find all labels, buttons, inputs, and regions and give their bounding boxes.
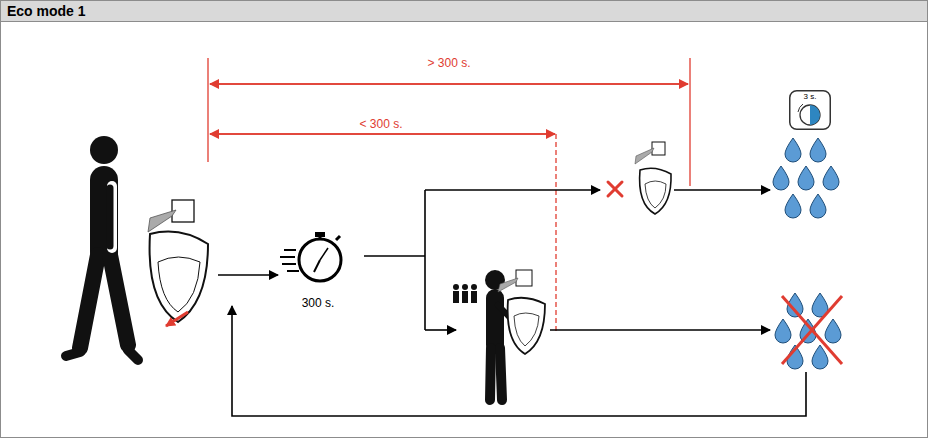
timer-node: 3 s. bbox=[789, 90, 831, 130]
flow-arrow bbox=[425, 329, 456, 331]
dimension-tick bbox=[689, 58, 690, 186]
no-user-cross bbox=[608, 182, 622, 196]
small-urinal bbox=[635, 142, 671, 214]
dimension-label: > 300 s. bbox=[427, 56, 470, 70]
flow-arrow bbox=[218, 274, 278, 276]
flow-arrows bbox=[218, 190, 806, 416]
flow-line bbox=[424, 190, 426, 330]
flow-line bbox=[364, 255, 425, 257]
dimension-line bbox=[210, 83, 688, 84]
water-drops bbox=[773, 138, 839, 218]
title-band bbox=[1, 1, 928, 22]
leave-arrow bbox=[166, 312, 188, 326]
dimension-line bbox=[210, 83, 688, 84]
people-icon bbox=[453, 284, 477, 303]
dimension-tick bbox=[555, 134, 556, 332]
walking-person bbox=[66, 136, 138, 360]
no-water-drops bbox=[775, 293, 842, 369]
stopwatch-node: 300 s. bbox=[278, 226, 358, 312]
dimension-line bbox=[210, 133, 555, 134]
dimension-lines bbox=[208, 58, 690, 332]
urinal bbox=[148, 200, 208, 322]
flow-arrow bbox=[425, 189, 600, 191]
flow-arrow bbox=[674, 189, 770, 191]
time-value: 300 s. bbox=[302, 296, 335, 310]
urinal bbox=[498, 270, 545, 354]
dimension-tick bbox=[207, 58, 208, 162]
flow-arrow bbox=[550, 329, 770, 331]
title-text: Eco mode 1 bbox=[7, 3, 86, 19]
timer-value: 3 s. bbox=[804, 92, 817, 101]
dimension-line bbox=[210, 133, 555, 134]
dimension-label: < 300 s. bbox=[359, 117, 402, 131]
